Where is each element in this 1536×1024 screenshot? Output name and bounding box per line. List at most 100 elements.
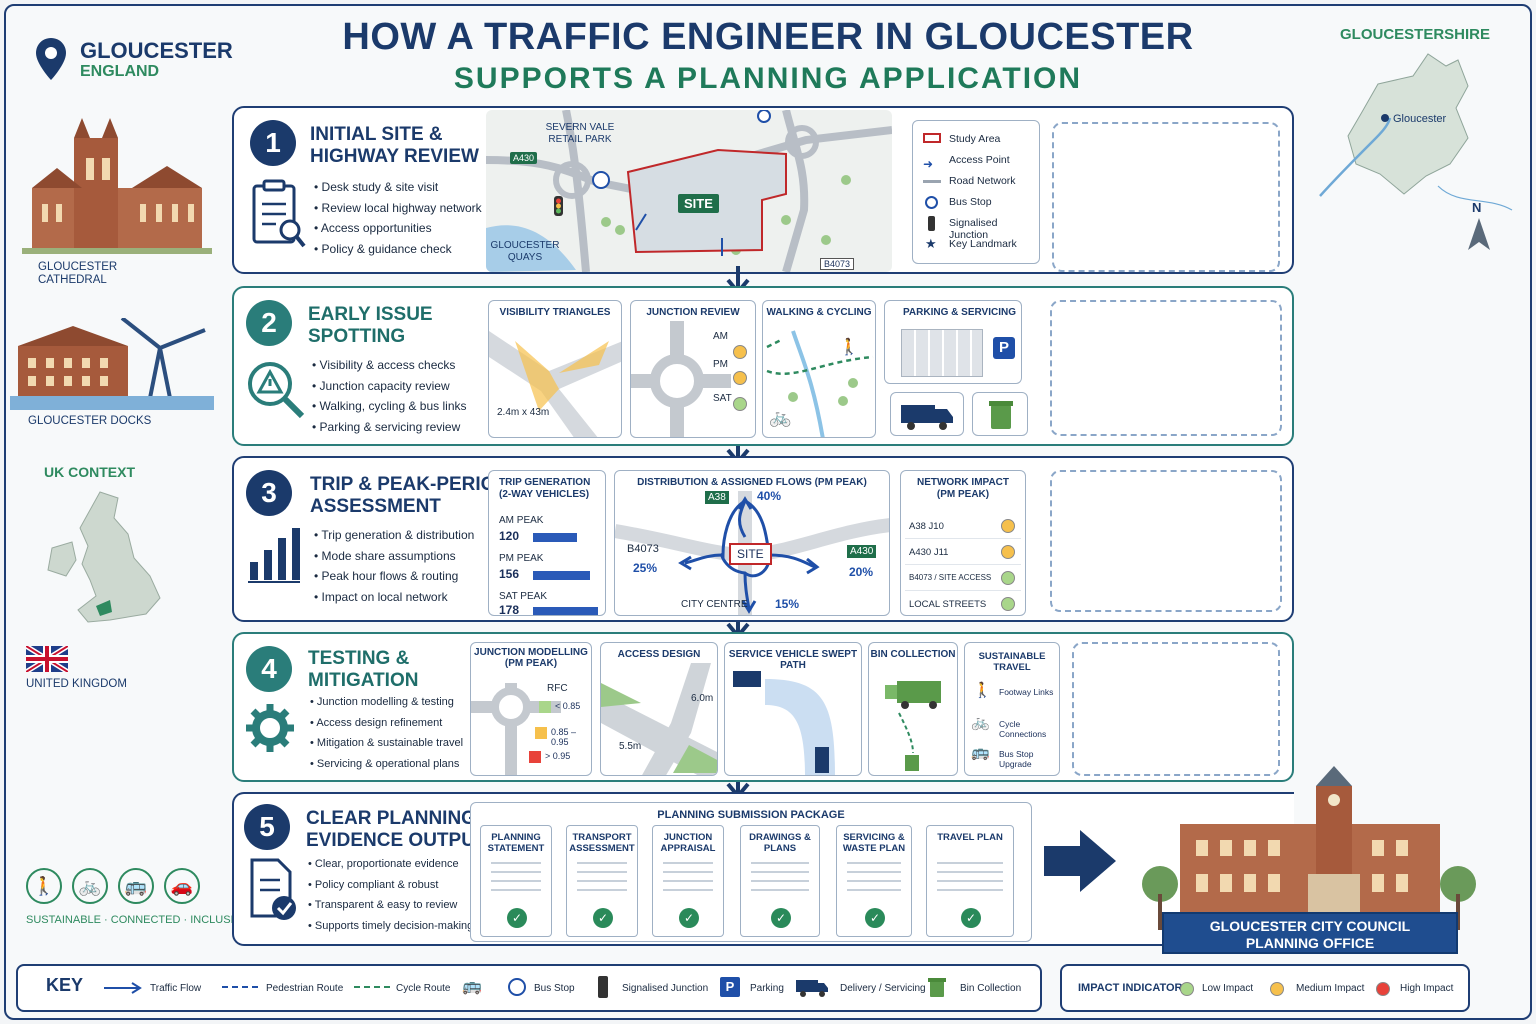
site-label: SITE <box>678 194 719 213</box>
truck-icon <box>901 405 953 430</box>
cathedral-illustration <box>22 118 212 254</box>
bus-upgrade-icon: 🚌 <box>971 744 990 761</box>
impact-row-label: LOCAL STREETS <box>909 599 987 610</box>
county-label: GLOUCESTERSHIRE <box>1340 26 1491 43</box>
trip-gen-title: TRIP GENERATION <box>499 477 591 488</box>
key-bus-icon: 🚌 <box>462 978 482 995</box>
docks-caption: GLOUCESTER DOCKS <box>28 415 152 427</box>
key-title: KEY <box>46 975 84 995</box>
document-text-line <box>751 880 809 882</box>
document-title: JUNCTION APPRAISAL <box>660 832 716 854</box>
network-impact-title: NETWORK IMPACT <box>916 477 1010 488</box>
high-impact-dot <box>1376 982 1390 996</box>
document-text-line <box>577 862 627 864</box>
impact-row-dot <box>1001 545 1015 559</box>
check-icon: ✓ <box>961 908 981 928</box>
impact-indicator-panel <box>1060 964 1470 1012</box>
uk-map <box>47 491 161 623</box>
legend-signalised-junction: Signalised Junction <box>949 217 998 241</box>
period-pm: PM <box>713 359 728 370</box>
period-sat: SAT <box>713 393 732 404</box>
location-name: GLOUCESTER <box>80 38 233 63</box>
impact-row: B4073 / SITE ACCESS <box>905 567 1021 591</box>
rfc-mid-swatch <box>535 727 547 739</box>
document-text-line <box>937 871 1003 873</box>
key-bus-stop: Bus Stop <box>534 983 575 994</box>
document-text-line <box>491 889 541 891</box>
impact-row: A430 J11 <box>905 541 1021 565</box>
a430-dist-label: A430 <box>847 545 877 558</box>
visibility-title: VISIBILITY TRIANGLES <box>499 307 611 318</box>
swept-path-panel: SERVICE VEHICLE SWEPT PATH <box>724 642 862 776</box>
submission-document: PLANNING STATEMENT✓ <box>480 825 552 937</box>
document-text-line <box>937 889 1003 891</box>
document-text-line <box>663 871 713 873</box>
document-text-line <box>751 889 809 891</box>
impact-row-dot <box>1001 519 1015 533</box>
city-centre-label: CITY CENTRE <box>681 599 748 610</box>
impact-row-dot <box>1001 571 1015 585</box>
high-impact-label: High Impact <box>1400 983 1454 994</box>
pm-impact-dot <box>733 371 747 385</box>
walking-icon: 🚶 <box>26 868 62 904</box>
uk-caption: UNITED KINGDOM <box>26 678 127 690</box>
parking-title: PARKING & SERVICING <box>903 307 1016 318</box>
impact-row: LOCAL STREETS <box>905 593 1021 615</box>
location-country: ENGLAND <box>80 63 160 80</box>
north-arrow-icon <box>1468 218 1490 250</box>
a38-label: A38 <box>705 491 729 504</box>
submission-document: DRAWINGS & PLANS✓ <box>740 825 820 937</box>
document-title: TRANSPORT ASSESSMENT <box>569 832 635 854</box>
sustainable-travel-panel: SUSTAINABLE TRAVEL 🚶 Footway Links 🚲 Cyc… <box>964 642 1060 776</box>
bar-chart-icon <box>248 528 300 583</box>
bus-stop-icon <box>925 196 938 209</box>
county-map: Gloucester <box>1319 53 1513 211</box>
period-am: AM <box>713 331 728 342</box>
step-4-title: TESTING &MITIGATION <box>308 648 419 691</box>
trip-gen-subtitle: (2-WAY VEHICLES) <box>499 489 590 500</box>
rfc-mid: 0.85 – 0.95 <box>551 727 577 747</box>
a38-pct: 40% <box>757 489 782 503</box>
legend-bus-stop: Bus Stop <box>949 196 992 208</box>
legend-road-network: Road Network <box>949 175 1016 187</box>
key-bin-collection: Bin Collection <box>960 983 1022 994</box>
key-bus-stop-icon <box>508 978 526 996</box>
pedestrian-route-symbol <box>222 986 258 988</box>
bus-label: Bus Stop Upgrade <box>999 749 1034 769</box>
visibility-panel: VISIBILITY TRIANGLES 2.4m x 43m <box>488 300 622 438</box>
submission-document: SERVICING & WASTE PLAN✓ <box>836 825 912 937</box>
footway-icon: 🚶 <box>973 682 992 699</box>
document-text-line <box>937 880 1003 882</box>
step-4-card: 4 TESTING &MITIGATION Junction modelling… <box>232 632 1294 782</box>
submit-arrow-icon <box>1044 830 1116 892</box>
key-cycle-route: Cycle Route <box>396 983 451 994</box>
car-icon: 🚗 <box>164 868 200 904</box>
quays-label: GLOUCESTER QUAYS <box>490 240 560 263</box>
location-pin-icon <box>36 38 66 80</box>
access-width-1: 6.0m <box>691 693 714 704</box>
document-text-line <box>847 880 901 882</box>
bin-collection-panel: BIN COLLECTION <box>868 642 958 776</box>
cycling-icon: 🚲 <box>72 868 108 904</box>
sat-peak-bar <box>533 607 598 615</box>
document-text-line <box>663 880 713 882</box>
low-impact-dot <box>1180 982 1194 996</box>
document-text-line <box>491 871 541 873</box>
am-impact-dot <box>733 345 747 359</box>
traffic-signal-icon <box>928 216 935 231</box>
step-1-empty-panel <box>1052 122 1280 272</box>
rfc-high-swatch <box>529 751 541 763</box>
document-check-icon <box>250 858 296 920</box>
am-peak-value: 120 <box>499 529 520 543</box>
step-4-empty-panel <box>1072 642 1280 776</box>
access-design-panel: ACCESS DESIGN 6.0m 5.5m <box>600 642 718 776</box>
key-delivery-icon <box>796 980 828 997</box>
retail-park-label: SEVERN VALE RETAIL PARK <box>545 122 615 145</box>
key-panel <box>16 964 1042 1012</box>
step-5-number: 5 <box>244 804 290 850</box>
legend-key-landmark: Key Landmark <box>949 238 1017 250</box>
step-3-empty-panel <box>1050 470 1282 612</box>
